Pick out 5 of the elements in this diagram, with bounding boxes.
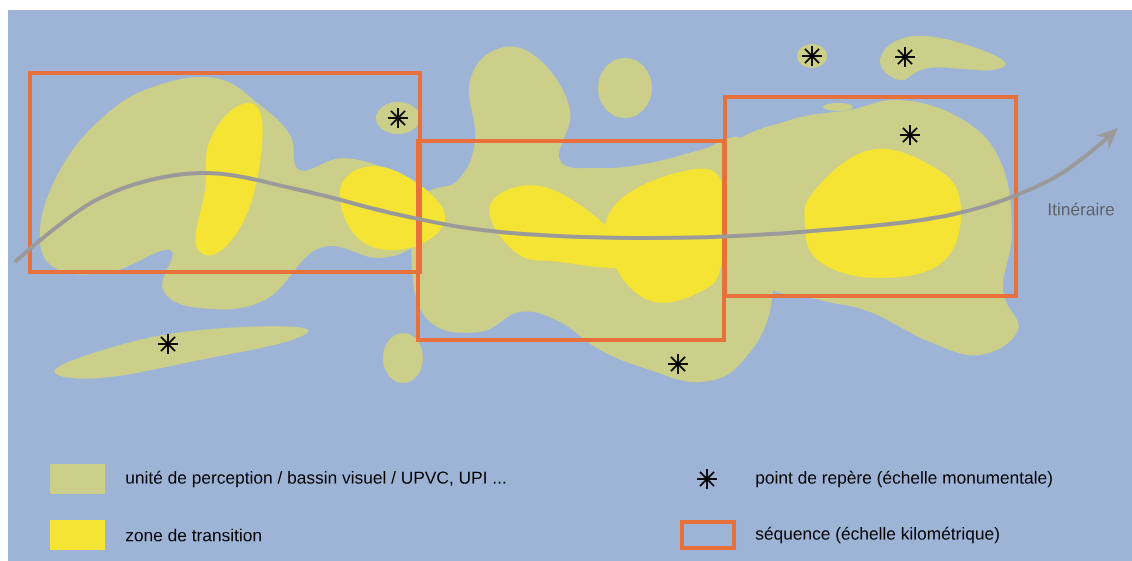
legend-text: unité de perception / bassin visuel / UPVC, UPI ... [126,470,506,488]
legend-text: séquence (échelle kilométrique) [755,526,999,544]
legend-text: point de repère (échelle monumentale) [756,470,1052,488]
route-label: Itinéraire [1048,202,1114,216]
legend-text: zone de transition [126,528,261,542]
